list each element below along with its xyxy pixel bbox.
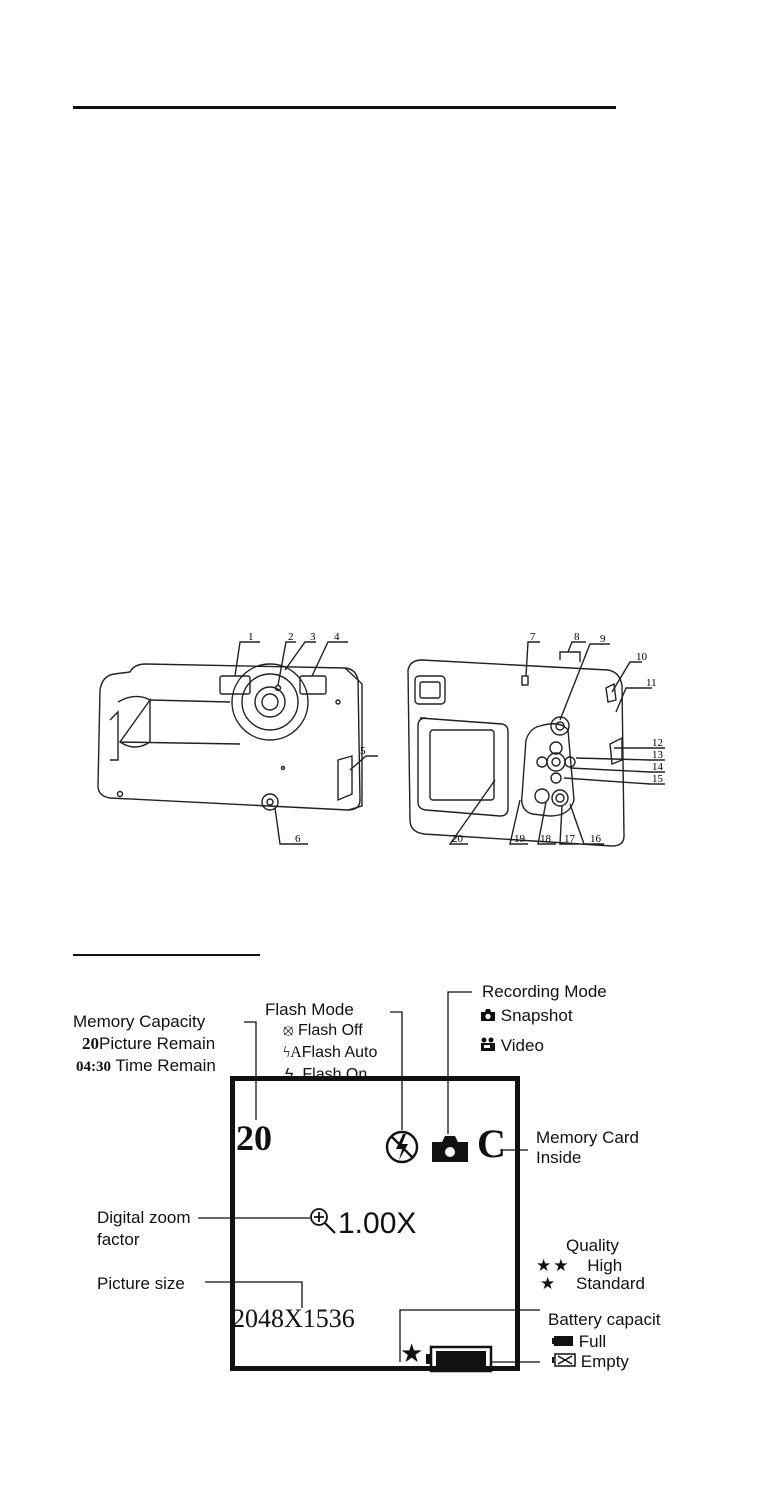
callout-6: 6 — [295, 833, 301, 845]
lcd-leader-lines — [198, 991, 540, 1363]
battery-full-label: Full — [578, 1332, 607, 1351]
picture-size-label: Picture size — [97, 1274, 185, 1293]
callout-7: 7 — [530, 631, 536, 643]
lcd-battery-icon — [426, 1345, 493, 1373]
battery-empty-label: Empty — [580, 1352, 629, 1371]
callout-20: 20 — [452, 833, 464, 845]
recording-mode-label: Recording Mode — [482, 982, 607, 1001]
callout-1: 1 — [248, 631, 254, 643]
video-row: Video — [480, 1036, 544, 1056]
picture-remain-row: 20Picture Remain — [82, 1034, 215, 1054]
memory-card-label: Memory Card — [536, 1128, 639, 1147]
quality-standard-row: ★ Standard — [540, 1274, 645, 1294]
callout-8: 8 — [574, 631, 580, 643]
battery-empty-row: Empty — [552, 1352, 629, 1372]
callout-12: 12 — [652, 737, 663, 749]
callout-16: 16 — [590, 833, 602, 845]
lcd-camera-icon — [432, 1136, 468, 1162]
battery-full-icon — [552, 1336, 573, 1346]
picture-remain-number: 20 — [82, 1034, 99, 1053]
header-rule — [73, 106, 616, 109]
camera-front — [97, 663, 363, 811]
lcd-zoom-row: 1.00X — [308, 1206, 416, 1239]
quality-high-row: ★★ High — [536, 1256, 622, 1276]
snapshot-label: Snapshot — [500, 1006, 573, 1025]
flash-off-label: Flash Off — [298, 1022, 363, 1039]
camera-diagram: 1 2 3 4 5 6 7 8 9 10 11 12 13 14 15 16 1… — [97, 631, 665, 847]
callout-14: 14 — [652, 761, 664, 773]
snapshot-row: Snapshot — [480, 1006, 573, 1026]
callout-15: 15 — [652, 773, 664, 785]
lcd-picture-size: 2048X1536 — [232, 1304, 355, 1333]
battery-empty-icon — [552, 1353, 576, 1367]
zoom-icon — [310, 1208, 336, 1234]
flash-auto-label: Flash Auto — [301, 1044, 378, 1061]
callout-13: 13 — [652, 749, 664, 761]
flash-off-icon: ⦻ — [283, 1022, 294, 1039]
flash-off-row: ⦻ Flash Off — [283, 1022, 363, 1040]
callout-3: 3 — [310, 631, 316, 643]
lcd-memory-count: 20 — [236, 1118, 272, 1158]
time-remain-number: 04:30 — [76, 1059, 111, 1075]
callout-17: 17 — [564, 833, 576, 845]
flash-on-row: ϟ Flash On — [285, 1066, 367, 1084]
battery-full-row: Full — [552, 1332, 606, 1352]
digital-zoom-factor-label: factor — [97, 1230, 140, 1249]
flash-on-icon: ϟ — [285, 1066, 294, 1083]
quality-label: Quality — [566, 1236, 619, 1255]
quality-standard-label: Standard — [575, 1274, 645, 1293]
video-label: Video — [500, 1036, 544, 1055]
section-rule — [73, 954, 260, 956]
callout-5: 5 — [360, 745, 366, 757]
time-remain-label: Time Remain — [115, 1056, 216, 1075]
standard-star-icon: ★ — [540, 1274, 556, 1293]
lcd-memory-card-letter: C — [477, 1121, 506, 1166]
flash-on-label: Flash On — [302, 1066, 368, 1083]
callout-2: 2 — [288, 631, 294, 643]
flash-auto-row: ϟAFlash Auto — [283, 1044, 377, 1062]
battery-capacity-label: Battery capacit — [548, 1310, 661, 1329]
flash-mode-label: Flash Mode — [265, 1000, 354, 1019]
high-stars-icon: ★★ — [536, 1256, 571, 1275]
callout-4: 4 — [334, 631, 340, 643]
callout-19: 19 — [514, 833, 526, 845]
digital-zoom-label: Digital zoom — [97, 1208, 191, 1227]
callout-9: 9 — [600, 633, 606, 645]
lcd-flash-off-icon — [385, 1130, 419, 1164]
callout-10: 10 — [636, 651, 648, 663]
memory-capacity-label: Memory Capacity — [73, 1012, 206, 1031]
lcd-quality-star-icon: ★ — [400, 1338, 424, 1368]
lcd-zoom-value: 1.00X — [338, 1207, 417, 1240]
callout-18: 18 — [540, 833, 552, 845]
video-icon — [481, 1037, 495, 1051]
quality-high-label: High — [587, 1256, 623, 1275]
lcd-screen — [230, 1076, 520, 1371]
memory-card-inside-label: Inside — [536, 1148, 582, 1167]
camera-back — [407, 651, 625, 847]
flash-auto-icon: ϟA — [283, 1044, 302, 1061]
callout-11: 11 — [646, 677, 657, 689]
picture-remain-label: Picture Remain — [99, 1034, 216, 1053]
camera-icon — [481, 1009, 495, 1021]
time-remain-row: 04:30 Time Remain — [76, 1056, 216, 1076]
